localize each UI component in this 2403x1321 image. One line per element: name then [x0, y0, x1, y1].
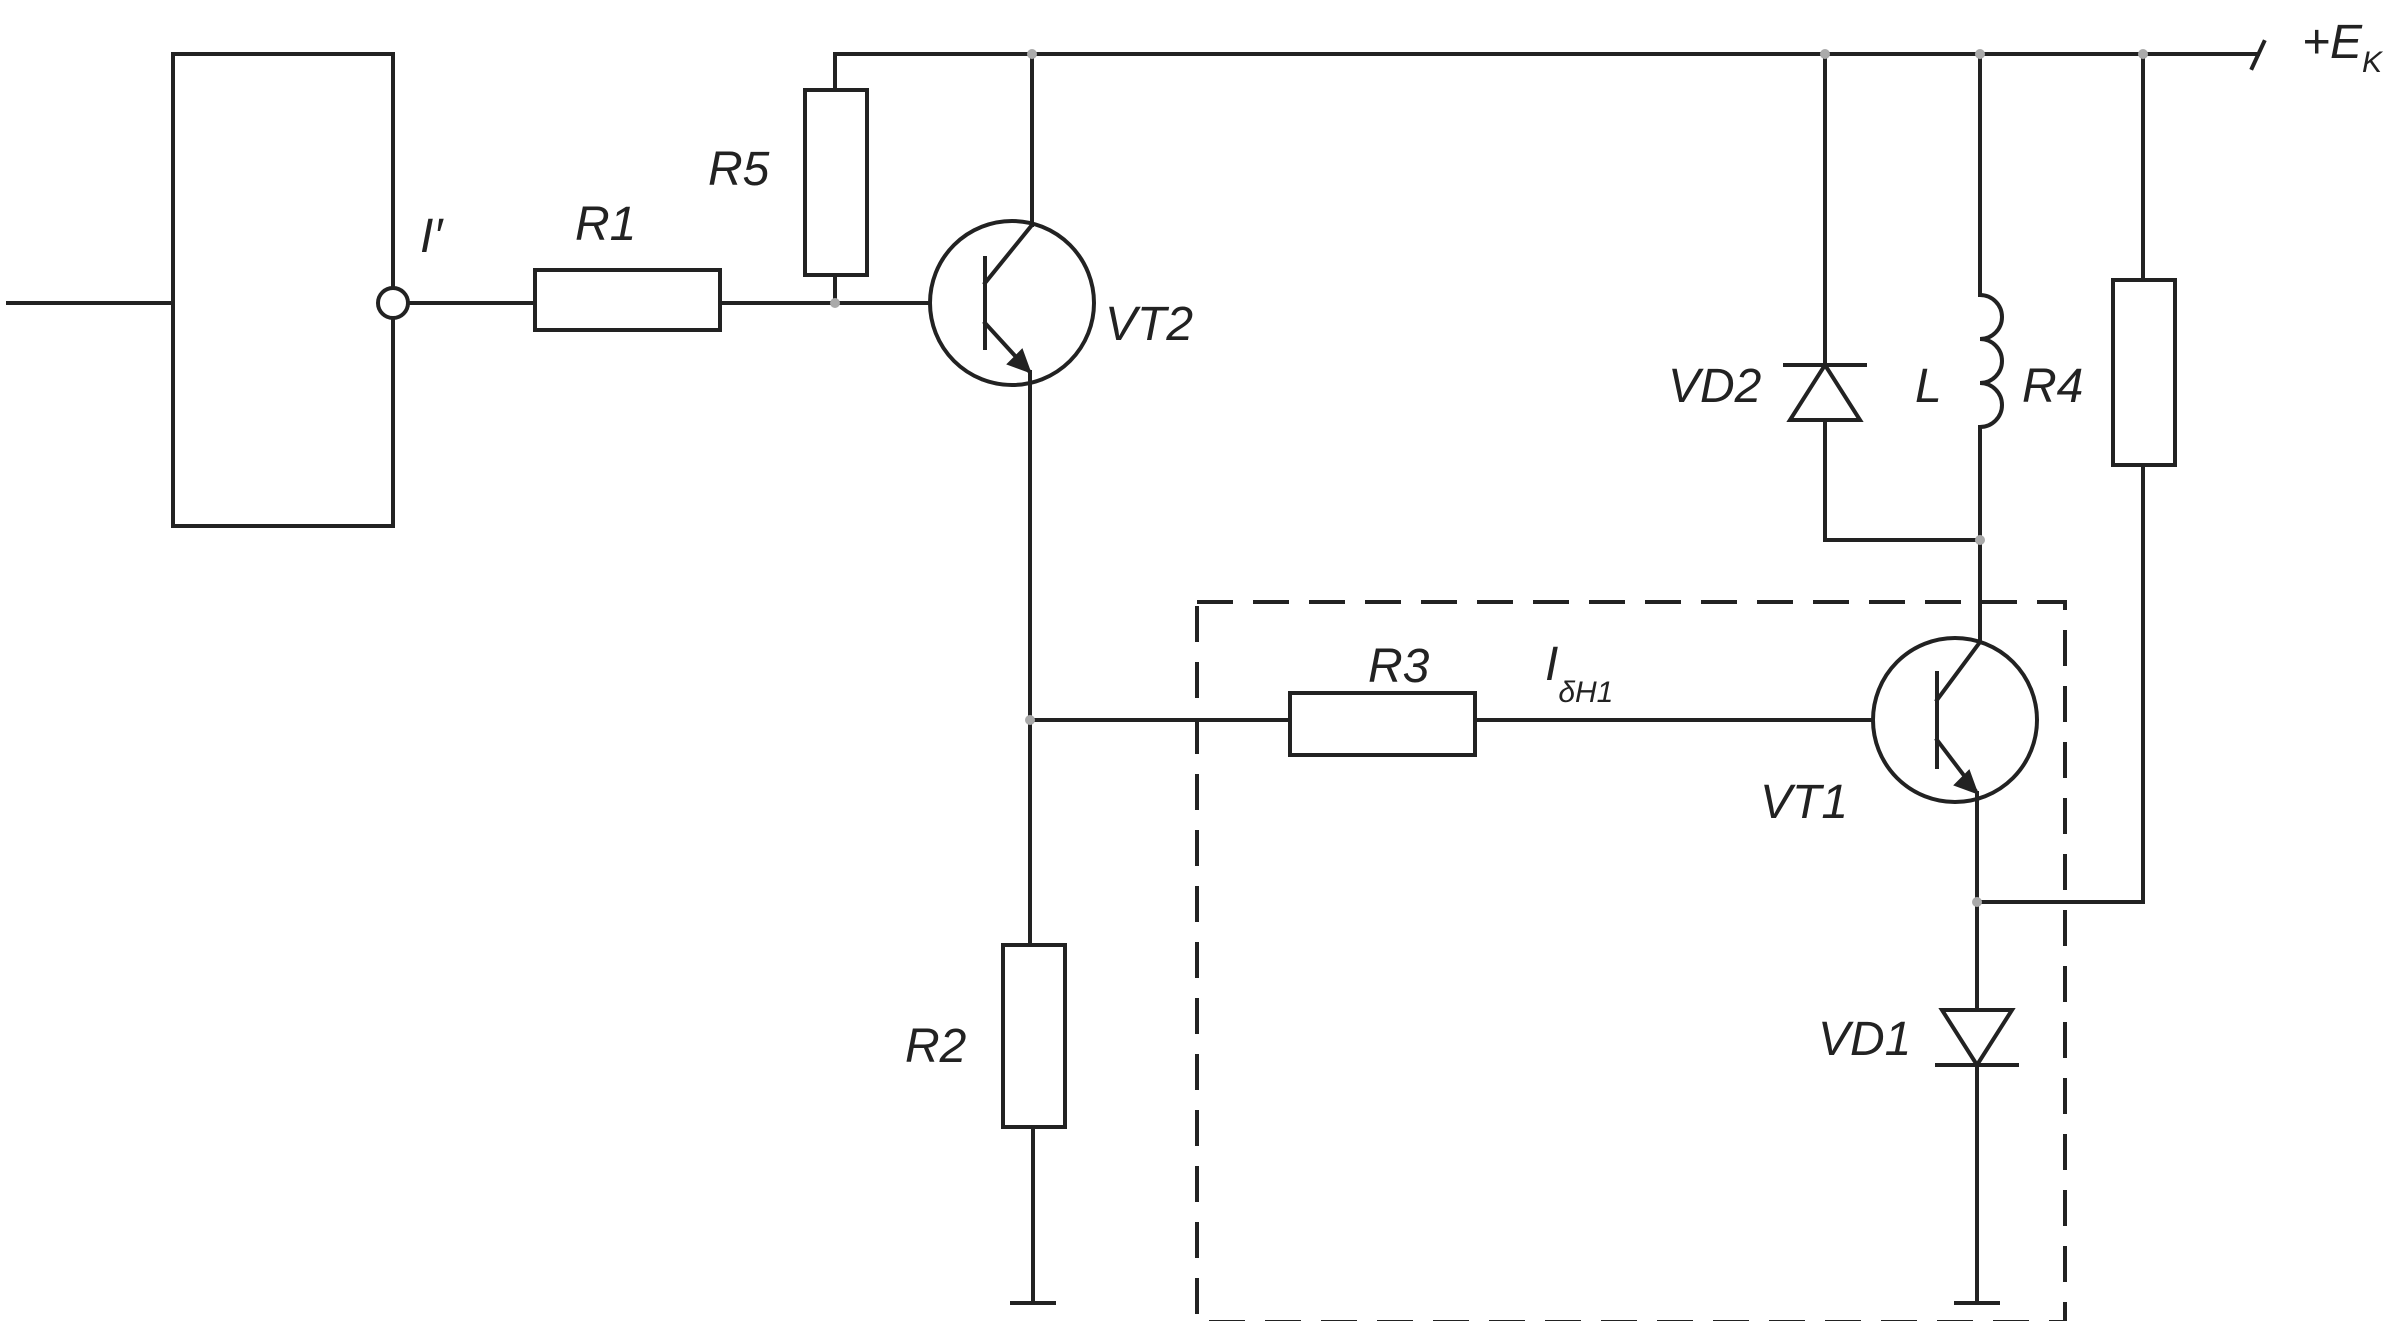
resistor-r2 [1001, 943, 1067, 1129]
junction-dot [1975, 49, 1985, 59]
inductor-l [1977, 292, 2004, 430]
resistor-r1 [533, 268, 722, 332]
vt1-collector-lead [1934, 639, 1983, 703]
supply-terminal-mark [2249, 39, 2267, 71]
transistor-vt2-body [928, 219, 1096, 387]
junction-dot [1027, 49, 1037, 59]
junction-dot [1972, 897, 1982, 907]
inductor-label: L [1915, 360, 1942, 413]
vt2-collector-lead [982, 222, 1035, 286]
r3-label: R3 [1368, 640, 1430, 693]
transistor-vt1-body [1871, 636, 2039, 804]
resistor-r5 [803, 88, 869, 277]
inverting-output-circle [376, 286, 410, 320]
vt2-label: VT2 [1105, 298, 1193, 351]
dashed-module-boundary [1195, 600, 2067, 1321]
vd1-label: VD1 [1818, 1013, 1911, 1066]
junction-dot [2138, 49, 2148, 59]
diode-vd1 [1938, 1008, 2016, 1069]
junction-dot [1025, 715, 1035, 725]
r1-label: R1 [575, 198, 636, 251]
vt2-emitter-arrow [1006, 348, 1032, 374]
vd2-label: VD2 [1668, 360, 1761, 413]
logic-block [171, 52, 395, 528]
junction-dot [1820, 49, 1830, 59]
r4-label: R4 [2022, 360, 2083, 413]
input-current-label: I′ [420, 210, 444, 263]
supply-label: +EK [2302, 16, 2384, 79]
r5-label: R5 [708, 143, 770, 196]
resistor-r4 [2111, 278, 2177, 467]
base-current-label: IδH1 [1545, 638, 1613, 709]
r2-label: R2 [905, 1020, 966, 1073]
diode-vd2 [1786, 361, 1864, 422]
junction-dot [1975, 535, 1985, 545]
resistor-r3 [1288, 691, 1477, 757]
vt1-emitter-arrow [1953, 769, 1979, 795]
junction-dot [830, 298, 840, 308]
vt1-label: VT1 [1760, 776, 1848, 829]
junction-dots [830, 49, 2148, 907]
